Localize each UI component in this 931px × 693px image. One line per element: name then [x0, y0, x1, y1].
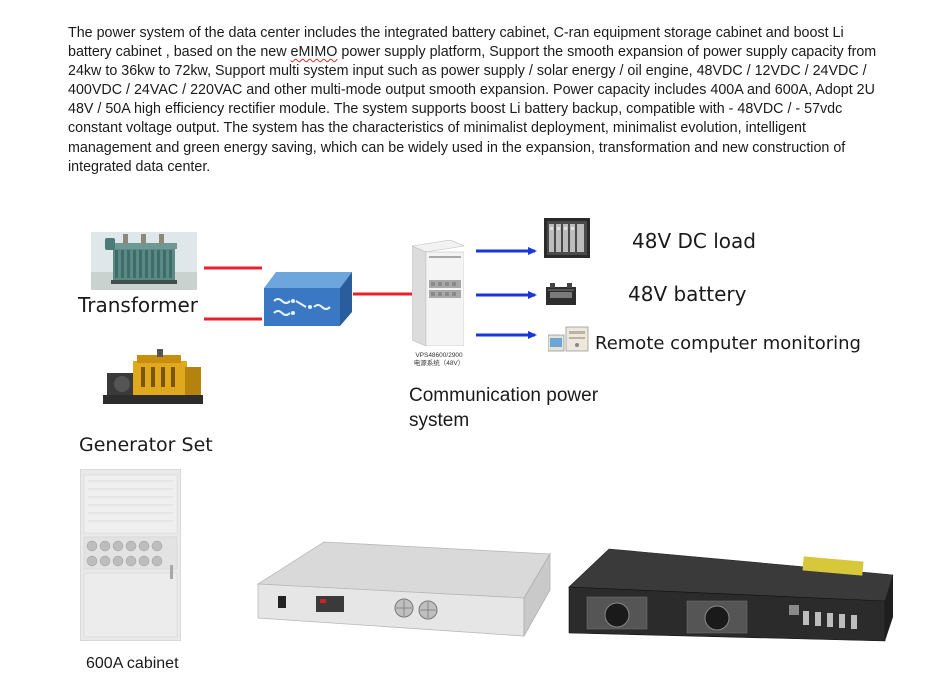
transformer-label: Transformer	[78, 293, 199, 317]
rectifier-module-image	[568, 548, 894, 642]
output-dc-load-label: 48V DC load	[632, 229, 756, 253]
cabinet-caption-line2: 电源系统（48V）	[413, 360, 465, 367]
comm-power-label-line1: Communication power	[409, 385, 599, 406]
output-remote-label: Remote computer monitoring	[595, 333, 861, 354]
battery-icon	[546, 283, 576, 305]
cabinet-600a-label: 600A cabinet	[86, 655, 179, 672]
cabinet-600a-image	[80, 469, 181, 641]
cabinet-caption-line1: VPS48600/2900	[415, 352, 463, 359]
comm-power-label-line2: system	[409, 410, 470, 431]
rack-equipment-icon	[544, 218, 590, 258]
generator-label: Generator Set	[79, 434, 213, 456]
transformer-icon	[91, 232, 197, 290]
comm-power-label: Communication power system	[409, 383, 598, 433]
cabinet-caption: VPS48600/2900 电源系统（48V）	[406, 352, 472, 368]
switch-box-icon	[264, 272, 352, 326]
intro-paragraph: The power system of the data center incl…	[68, 24, 880, 177]
output-battery-label: 48V battery	[628, 282, 747, 306]
intro-text-part1: The power system of the data center incl…	[68, 25, 844, 61]
intro-text-emimo: eMIMO	[290, 44, 338, 61]
cabinet-icon	[412, 240, 464, 346]
computer-icon	[548, 326, 589, 352]
generator-icon	[97, 347, 210, 411]
intro-text-part2: power supply platform, Support the smoot…	[68, 44, 877, 175]
rectifier-chassis-image	[256, 541, 551, 638]
